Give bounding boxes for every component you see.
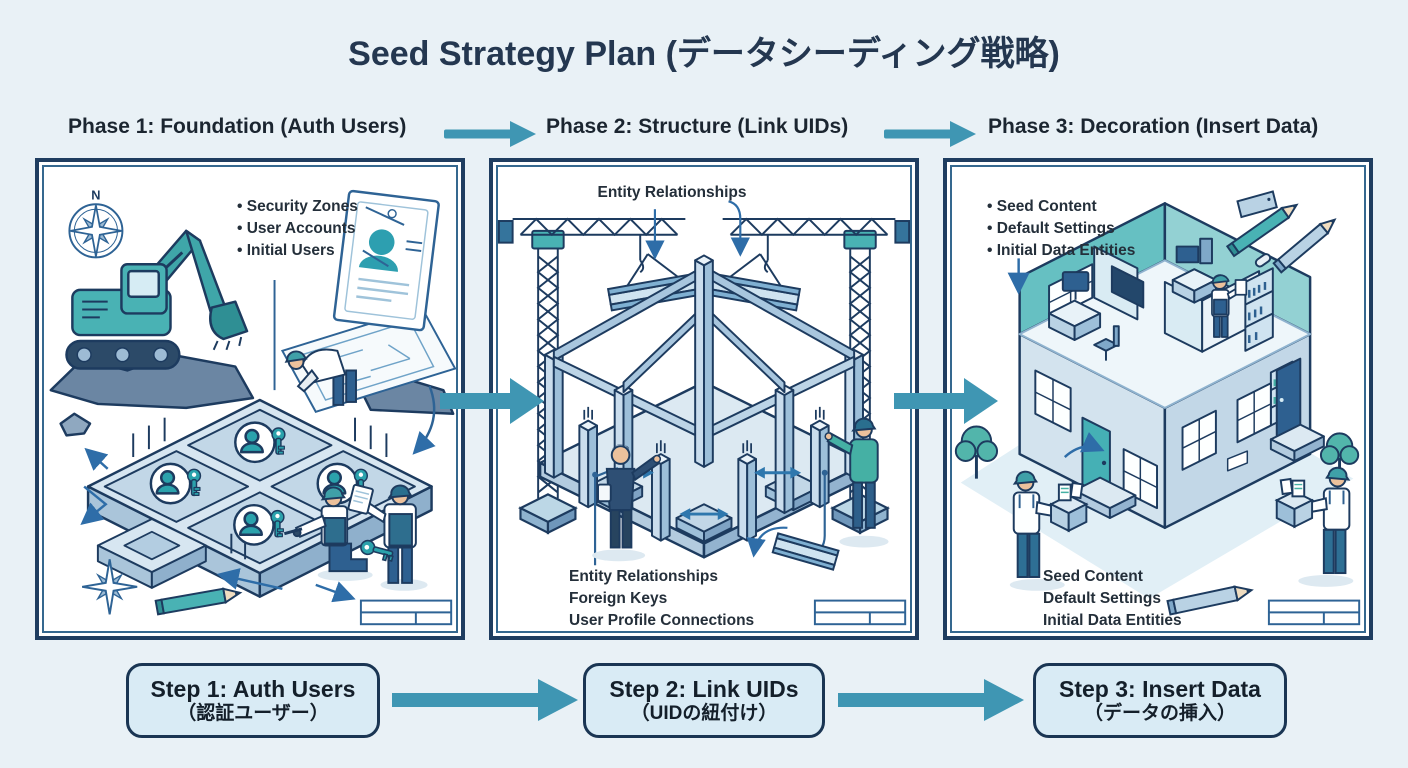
callout-line: Foreign Keys: [569, 590, 668, 607]
panel-flow-arrow-icon: [894, 378, 998, 424]
arrow-right-icon: [884, 121, 976, 147]
house-cutaway: [1018, 202, 1325, 530]
title-block: [359, 599, 453, 626]
worker-clipboard: [347, 483, 428, 591]
door-step: [1073, 476, 1137, 519]
desk-computer: [1048, 271, 1102, 341]
step-3-box: Step 3: Insert Data （データの挿入）: [1033, 663, 1287, 738]
id-card-icon: [332, 189, 440, 332]
decoration-illustration: [954, 190, 1361, 626]
panel-phase2-structure: Entity Relationships Entity Relationship…: [489, 158, 919, 640]
step-1-box: Step 1: Auth Users （認証ユーザー）: [126, 663, 380, 738]
phase-3-label: Phase 3: Decoration (Insert Data): [988, 115, 1319, 138]
door-step: [1269, 423, 1325, 462]
compass-rose-icon: N: [68, 187, 124, 259]
step-1-title: Step 1: Auth Users: [150, 675, 356, 702]
callout-leader-lines: [273, 206, 405, 391]
blueprint-icon: [280, 189, 457, 455]
callout-line: Seed Content: [1043, 568, 1143, 585]
annotation-arrows: [1007, 258, 1105, 458]
phase-2-label: Phase 2: Structure (Link UIDs): [546, 115, 849, 138]
step-2-box: Step 2: Link UIDs （UIDの紐付け）: [583, 663, 825, 738]
tree-icon: [1319, 432, 1360, 481]
excavator-icon: [65, 229, 249, 370]
tv-screen: [1110, 265, 1145, 309]
compass-north-label: N: [91, 187, 100, 202]
callout-line: Initial Data Entities: [1043, 612, 1182, 629]
callout-line: • Initial Data Entities: [987, 242, 1136, 259]
callout-line: • Initial Users: [237, 242, 335, 259]
title-block: [1267, 599, 1361, 626]
callout-line: User Profile Connections: [569, 612, 755, 629]
annotation-arrows: [80, 447, 356, 603]
phase2-bottom-callout: Entity Relationships Foreign Keys User P…: [569, 566, 754, 632]
eraser-icon: [1254, 253, 1272, 268]
steel-frame: [538, 254, 870, 559]
step-3-subtitle: （データの挿入）: [1083, 702, 1236, 724]
rebar-lines: [132, 417, 388, 560]
panel-phase1-foundation: N: [35, 158, 465, 640]
step-2-title: Step 2: Link UIDs: [609, 675, 799, 702]
structure-illustration: [497, 200, 911, 626]
pencil-icon: [1225, 203, 1299, 258]
phase-1-label: Phase 1: Foundation (Auth Users): [68, 115, 407, 138]
callout-line: • Seed Content: [987, 198, 1097, 215]
pencil-icon: [154, 587, 243, 616]
phase2-top-callout: Entity Relationships: [593, 182, 751, 204]
tree-icon: [954, 425, 999, 479]
step-3-title: Step 3: Insert Data: [1059, 675, 1261, 702]
compass-star-icon: [82, 559, 138, 615]
worker-figure: [824, 417, 889, 548]
office-chair: [1093, 325, 1120, 361]
callout-line: Entity Relationships: [597, 184, 747, 201]
pencil-icon: [1272, 218, 1337, 274]
step-flow-arrow-icon: [838, 679, 1024, 721]
card-icon: [1236, 190, 1278, 219]
title-block: [813, 599, 907, 626]
phase3-top-callout: • Seed Content • Default Settings • Init…: [987, 196, 1135, 262]
ibeam-ground: [771, 532, 840, 571]
foundation-illustration: N: [49, 187, 457, 626]
step-flow-arrow-icon: [392, 679, 578, 721]
phase3-bottom-callout: Seed Content Default Settings Initial Da…: [1043, 566, 1182, 632]
callout-line: • Security Zones: [237, 198, 358, 215]
interior-worker: [1211, 274, 1248, 338]
step-1-subtitle: （認証ユーザー）: [177, 702, 329, 724]
worker-bending: [284, 348, 357, 406]
callout-line: Entity Relationships: [569, 568, 718, 585]
key-icon: [360, 539, 394, 562]
worker-kneeling: [283, 486, 373, 581]
callout-line: • User Accounts: [237, 220, 356, 237]
foundation-grid: [86, 398, 433, 598]
pencil-icon: [1166, 585, 1254, 616]
mail-sign: [1226, 450, 1249, 472]
phase1-callout: • Security Zones • User Accounts • Initi…: [237, 196, 358, 262]
callout-line: Default Settings: [1043, 590, 1161, 607]
callout-line: • Default Settings: [987, 220, 1115, 237]
architect-figure: [592, 444, 662, 562]
panel-flow-arrow-icon: [440, 378, 544, 424]
step-2-subtitle: （UIDの紐付け）: [630, 702, 778, 724]
arrow-right-icon: [444, 121, 536, 147]
panel-phase3-decoration: • Seed Content • Default Settings • Init…: [943, 158, 1373, 640]
page-title: Seed Strategy Plan (データシーディング戦略): [348, 35, 1060, 73]
